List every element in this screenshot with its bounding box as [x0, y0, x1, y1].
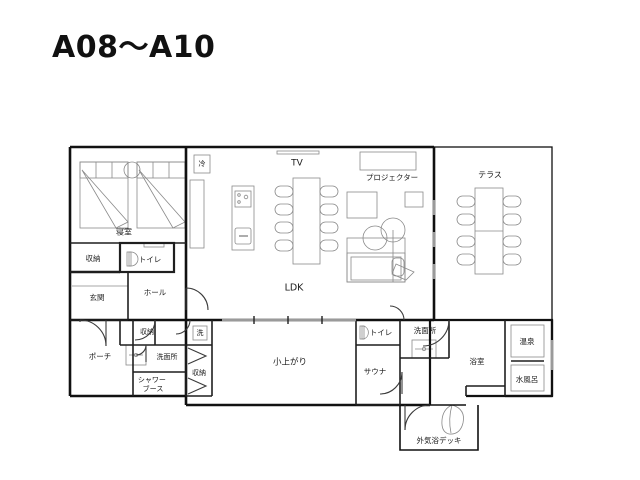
door-bathroom — [422, 319, 450, 347]
kitchen-counter-run — [189, 179, 205, 249]
cold-bath-tub — [510, 364, 545, 392]
room-label-washroom-1: 洗面所 — [157, 352, 178, 361]
deck-lounge-chair — [441, 404, 464, 435]
shower-booth-line-1: シャワー — [138, 376, 166, 384]
room-label-outdoor-deck: 外気浴デッキ — [417, 435, 462, 445]
dining-table — [292, 177, 321, 265]
projector-screen — [359, 151, 417, 171]
door-washroom-1 — [135, 344, 147, 356]
room-label-toilet-1: トイレ — [139, 255, 162, 264]
room-label-laundry: 洗 — [197, 328, 204, 337]
room-label-closet-1: 収納 — [86, 253, 101, 263]
room-label-entrance: 玄関 — [90, 292, 105, 302]
furniture-layer — [72, 150, 545, 435]
kitchen-island — [231, 185, 255, 251]
toilet-fixture-1 — [126, 251, 139, 267]
refrigerator — [193, 154, 211, 174]
page-title: A08〜A10 — [52, 30, 216, 65]
door-hall-ldk — [185, 287, 209, 311]
door-laundry — [175, 319, 191, 335]
room-label-porch: ポーチ — [89, 352, 112, 361]
door-swings-layer — [79, 287, 450, 431]
room-label-cold-bath: 水風呂 — [516, 374, 539, 384]
glazing-layer — [222, 200, 554, 370]
tv-panel — [276, 150, 320, 155]
door-washroom-2 — [389, 305, 405, 321]
sink-washroom-2 — [411, 339, 437, 359]
room-label-ldk: LDK — [285, 283, 305, 294]
room-label-toilet-2: トイレ — [370, 328, 393, 337]
door-outdoor-deck — [404, 404, 431, 431]
room-label-bathroom: 浴室 — [470, 356, 485, 366]
outdoor-deck-outline — [399, 404, 479, 451]
room-labels-layer: 寝室 収納 トイレ 玄関 ホール ポーチ 収納 洗面所 シャワー ブース 洗 収… — [86, 159, 539, 446]
glazing-mullions — [253, 316, 323, 324]
lounge-side-table-large — [346, 191, 378, 219]
slider-koagari-a — [187, 347, 208, 365]
room-label-fridge: 冷 — [199, 159, 206, 168]
walls-layer — [68, 145, 554, 451]
door-entrance — [79, 319, 107, 347]
room-label-tv: TV — [290, 159, 303, 169]
dining-chairs — [274, 185, 339, 252]
shower-booth-line-2: ブース — [143, 384, 164, 393]
nightstand-lamp — [123, 161, 141, 179]
terrace-table — [474, 187, 504, 275]
lounge-side-table-small — [404, 191, 424, 208]
terrace-chairs — [456, 195, 522, 266]
sofa — [346, 237, 406, 283]
room-label-koagari: 小上がり — [273, 357, 307, 368]
room-label-washroom-2: 洗面所 — [414, 325, 437, 335]
room-label-projector: プロジェクター — [366, 173, 418, 182]
room-label-hall: ホール — [144, 288, 167, 297]
onsen-tub — [510, 324, 545, 358]
room-label-terrace: テラス — [478, 171, 502, 180]
room-label-bedroom: 寝室 — [116, 227, 132, 237]
bath-wing-outline — [428, 318, 554, 405]
washing-machine — [192, 325, 208, 341]
room-label-sauna: サウナ — [364, 367, 387, 376]
door-closet-2 — [134, 319, 156, 341]
room-label-onsen: 温泉 — [520, 336, 535, 346]
bed-left — [79, 161, 129, 229]
slider-koagari-b — [187, 377, 208, 395]
lounge-chaise — [391, 257, 415, 281]
room-label-shower-booth: シャワー ブース — [138, 376, 168, 393]
room-label-closet-2: 収納 — [140, 327, 154, 336]
room-label-closet-3: 収納 — [192, 368, 206, 377]
bed-right — [136, 161, 186, 229]
toilet-fixture-2 — [359, 325, 369, 340]
